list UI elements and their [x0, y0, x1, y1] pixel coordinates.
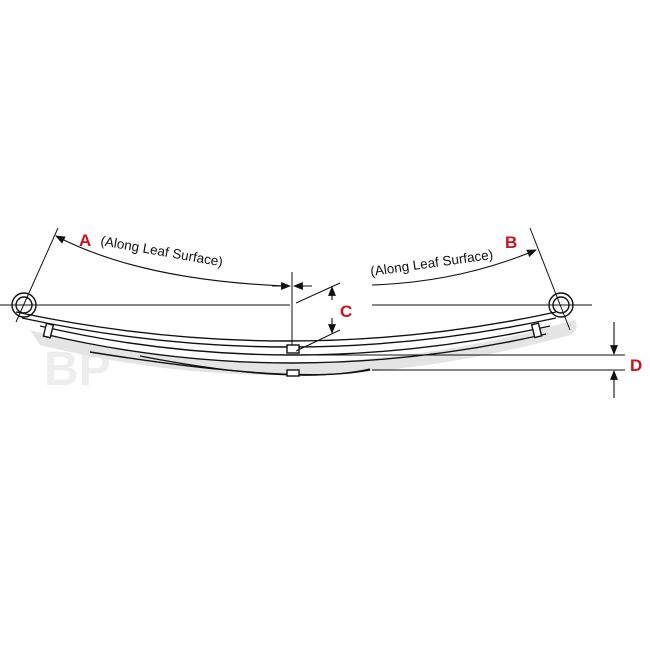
label-b: B: [505, 233, 517, 252]
arrow-b: [371, 249, 537, 286]
center-bolt-head: [286, 344, 300, 354]
third-leaf-lower: [139, 355, 371, 376]
main-leaf-top: [15, 311, 557, 342]
label-d: D: [630, 356, 642, 375]
note-a-along-leaf-surface: (Along Leaf Surface): [99, 233, 224, 269]
center-bolt-nut: [286, 369, 300, 377]
left-clip: [42, 322, 55, 339]
dimension-arrows: [55, 235, 618, 398]
right-clip: [530, 322, 543, 339]
second-leaf-bottom: [43, 333, 547, 364]
label-a: A: [79, 231, 91, 250]
note-b-along-leaf-surface: (Along Leaf Surface): [369, 247, 494, 279]
arrow-a: [55, 235, 286, 287]
label-c: C: [340, 302, 352, 321]
